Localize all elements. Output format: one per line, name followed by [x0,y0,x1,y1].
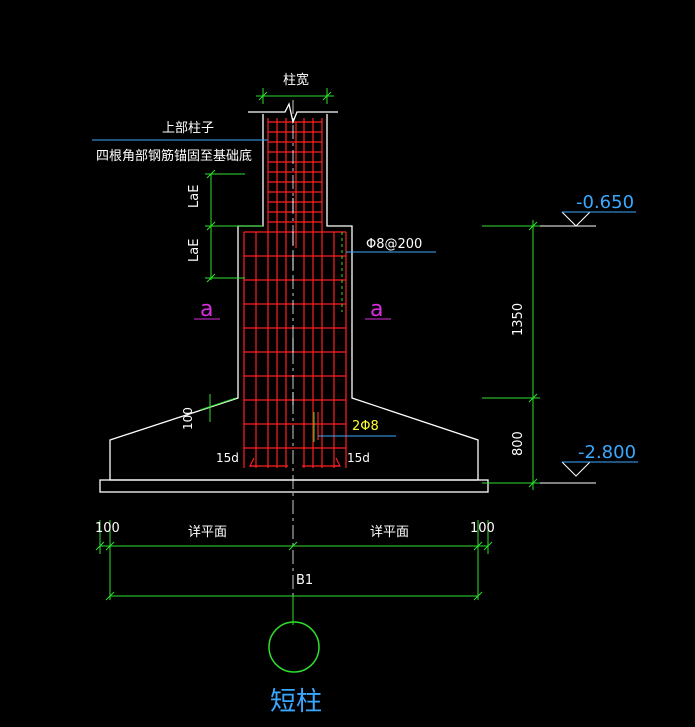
leader-lines [92,139,436,437]
section-mark-left: a [200,297,213,322]
elevation-marker-bottom [540,461,638,484]
dim-100-right-label: 100 [470,521,495,536]
short-column-vertical-bars [243,232,347,468]
hook-left-label: 15d [216,451,239,465]
dim-100-left-label: 100 [95,521,120,536]
elevation-marker-top [540,211,636,227]
upper-stirrups [268,121,322,223]
dimensions [95,88,540,601]
dim-800-label: 800 [511,431,526,456]
concrete-outline [99,102,489,493]
short-column-stirrups [244,231,346,449]
see-plan-left-label: 详平面 [188,525,227,540]
corner-bars-anchor-label: 四根角部钢筋锚固至基础底 [96,148,252,164]
upper-vertical-bars [267,118,323,468]
bars-2phi8-label: 2Φ8 [352,419,379,434]
see-plan-right-label: 详平面 [370,525,409,540]
dim-100-side-label: 100 [181,407,195,430]
lae-bottom-label: LaE [187,239,202,262]
dim-b1-label: B1 [296,573,313,588]
section-mark-right: a [370,297,383,322]
upper-column-label: 上部柱子 [162,121,214,136]
break-line [248,102,338,125]
bottom-hooks [249,457,341,467]
blinding-layer [99,479,489,493]
lae-top-label: LaE [187,185,202,208]
title-circle [268,621,320,673]
rebar-cage [243,118,347,468]
elevation-top-label: -0.650 [576,192,634,213]
dim-1350-label: 1350 [511,303,526,336]
elevation-bottom-label: -2.800 [578,442,636,463]
hook-right-label: 15d [347,451,370,465]
column-width-label: 柱宽 [283,72,309,88]
stirrup-spec-label: Φ8@200 [366,237,422,252]
drawing-title: 短柱 [270,687,322,717]
